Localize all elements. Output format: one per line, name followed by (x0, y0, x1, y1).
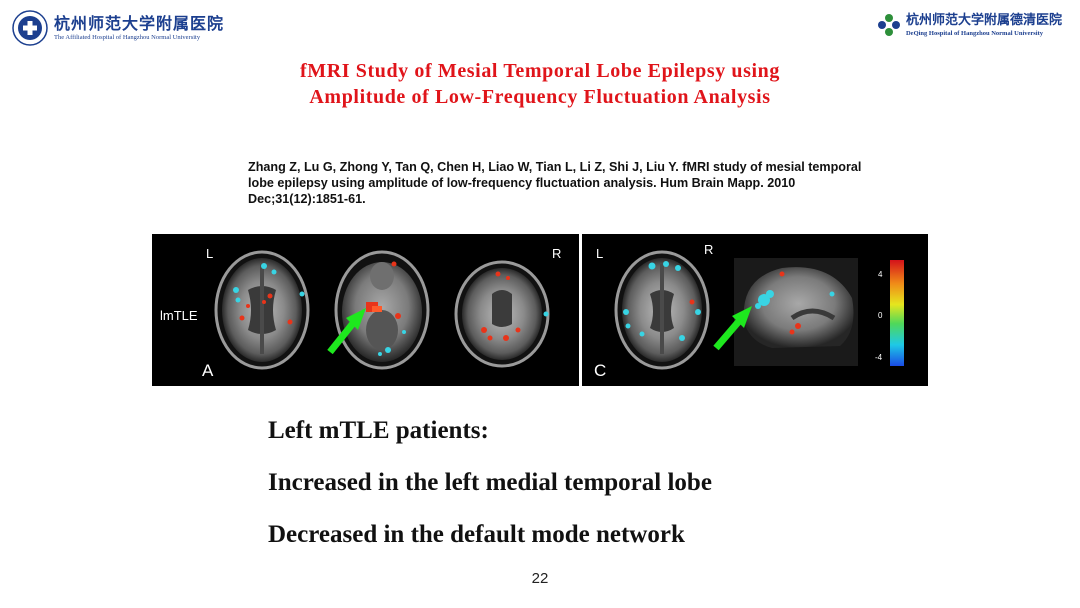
hospital-logo-left: 杭州师范大学附属医院 The Affiliated Hospital of Ha… (12, 9, 224, 47)
slide-title: fMRI Study of Mesial Temporal Lobe Epile… (0, 58, 1080, 110)
panel-c-left-marker: L (596, 246, 603, 261)
brain-slice-sagittal (734, 258, 858, 366)
group-label: lmTLE (160, 308, 198, 323)
slide-title-line-2: Amplitude of Low-Frequency Fluctuation A… (309, 86, 771, 108)
left-logo-name-en: The Affiliated Hospital of Hangzhou Norm… (54, 33, 201, 41)
findings-list: Left mTLE patients: Increased in the lef… (268, 414, 712, 570)
colorbar-tick-max: 4 (878, 270, 883, 279)
panel-divider (579, 234, 582, 386)
slide-title-line-1: fMRI Study of Mesial Temporal Lobe Epile… (299, 60, 781, 82)
flower-logo-icon (877, 14, 900, 36)
fmri-figure-image: 4 0 -4 L R lmTLE A L R C (160, 234, 904, 386)
finding-increase: Increased in the left medial temporal lo… (268, 469, 712, 496)
page-number: 22 (531, 570, 549, 587)
citation-text: Zhang Z, Lu G, Zhong Y, Tan Q, Chen H, L… (248, 160, 862, 206)
finding-decrease: Decreased in the default mode network (268, 521, 685, 548)
panel-a-right-marker: R (552, 246, 561, 261)
panel-c-right-marker: R (704, 242, 713, 257)
arrow-icon-panel-a (327, 308, 366, 355)
colorbar-tick-zero: 0 (878, 311, 883, 320)
right-logo-name-en: DeQing Hospital of Hangzhou Normal Unive… (905, 29, 1044, 37)
panel-a-letter: A (202, 361, 214, 380)
hospital-logo-right: 杭州师范大学附属德清医院 DeQing Hospital of Hangzhou… (876, 10, 1062, 40)
brain-slice-coronal (454, 260, 550, 368)
colorbar-tick-min: -4 (875, 353, 883, 362)
left-logo-name-cn: 杭州师范大学附属医院 (54, 13, 225, 33)
panel-a-left-marker: L (206, 246, 213, 261)
right-logo-name-cn: 杭州师范大学附属德清医院 (905, 12, 1062, 28)
brain-slice-axial-3 (614, 250, 710, 370)
hospital-seal-icon (12, 10, 48, 46)
colorbar (890, 260, 904, 366)
brain-slice-axial-2 (334, 250, 430, 370)
fmri-figure: 4 0 -4 L R lmTLE A L R C (152, 234, 928, 386)
finding-heading: Left mTLE patients: (268, 417, 489, 444)
arrow-icon-panel-c (713, 306, 752, 351)
brain-slice-axial-1 (214, 250, 310, 370)
panel-c-letter: C (594, 361, 606, 380)
